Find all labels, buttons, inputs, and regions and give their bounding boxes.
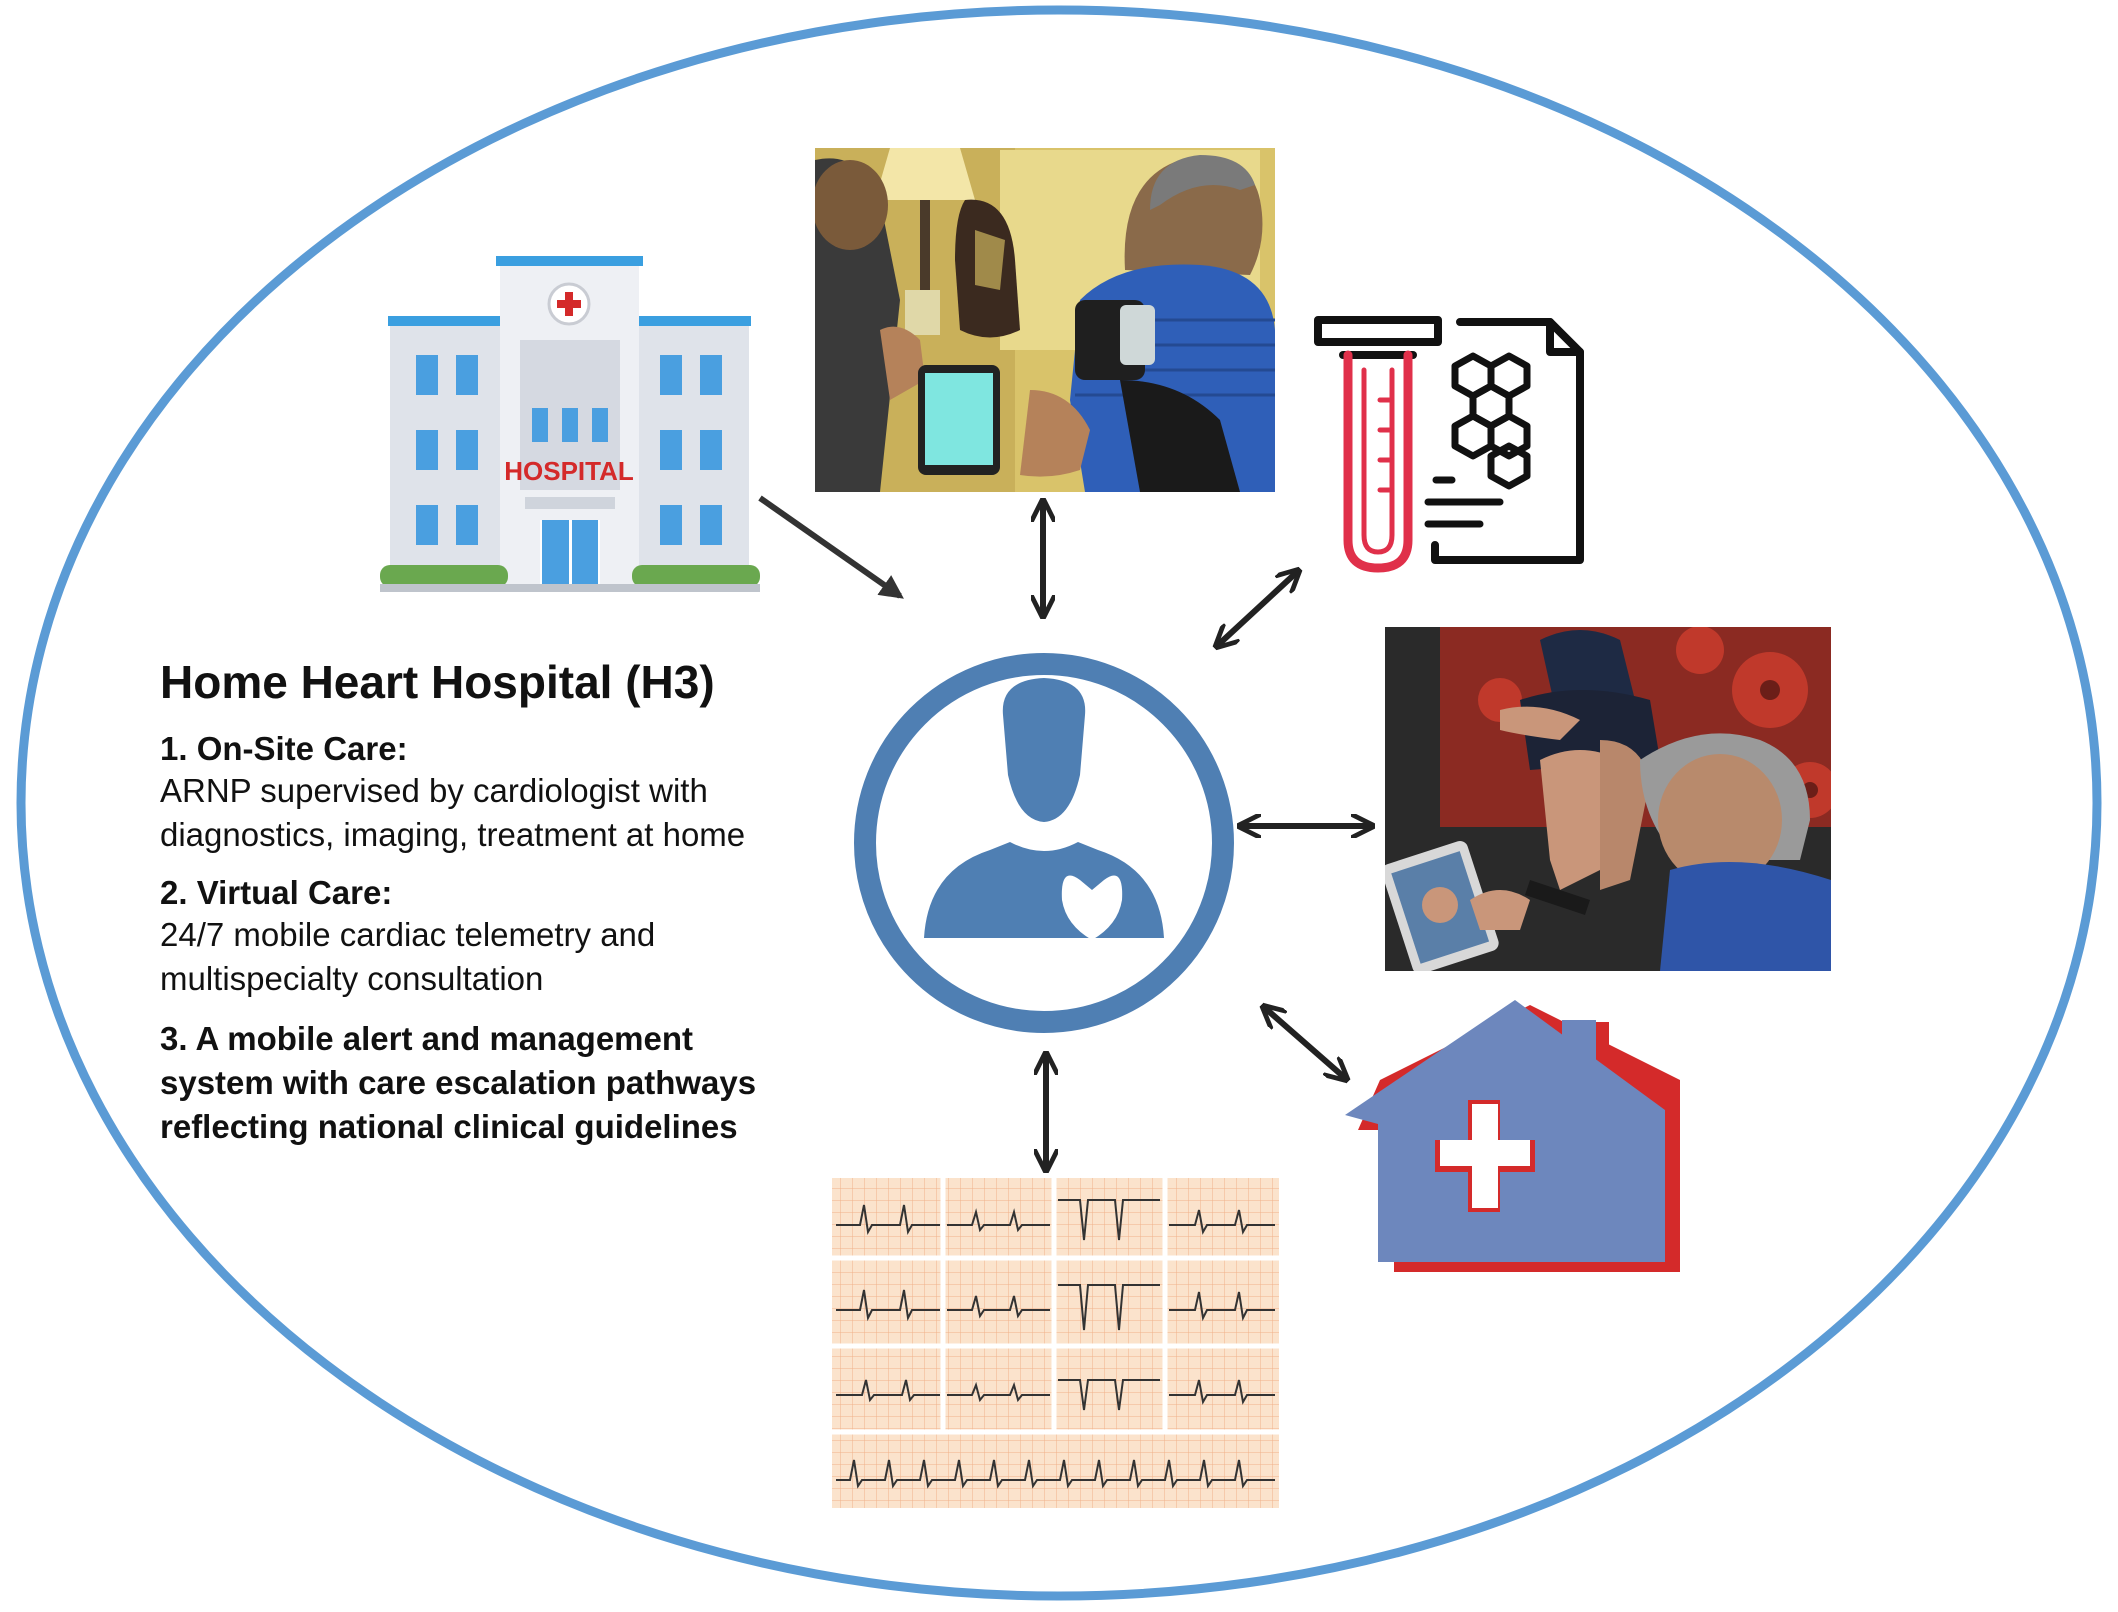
- item-on-site-care: 1. On-Site Care: ARNP supervised by card…: [160, 729, 860, 857]
- item-2-line-2: multispecialty consultation: [160, 960, 544, 997]
- item-mobile-alert: 3. A mobile alert and management system …: [160, 1017, 860, 1149]
- outer-ellipse: [16, 5, 2102, 1601]
- item-3-line-3: reflecting national clinical guidelines: [160, 1108, 738, 1145]
- photo-home-visit-bp: [815, 148, 1275, 492]
- item-1-heading: 1. On-Site Care:: [160, 730, 408, 767]
- connector-arrows: [758, 495, 1370, 1168]
- item-1-line-1: ARNP supervised by cardiologist with: [160, 772, 708, 809]
- item-3-line-1: 3. A mobile alert and management: [160, 1020, 694, 1057]
- item-2-body: 24/7 mobile cardiac telemetry and multis…: [160, 913, 860, 1001]
- h3-description: Home Heart Hospital (H3) 1. On-Site Care…: [160, 655, 860, 1149]
- h3-title: Home Heart Hospital (H3): [160, 656, 715, 708]
- lab-test-tube-icon: [1314, 316, 1584, 573]
- ecg-strip-icon: [832, 1178, 1279, 1508]
- item-1-line-2: diagnostics, imaging, treatment at home: [160, 816, 746, 853]
- arrow-lab-patient: [1218, 572, 1297, 645]
- arrow-home-patient: [1265, 1008, 1345, 1078]
- hospital-building-icon: HOSPITAL: [380, 256, 760, 592]
- photo-telehealth-tablet: [1385, 627, 1831, 971]
- home-health-icon: [1345, 1000, 1680, 1272]
- item-1-body: ARNP supervised by cardiologist with dia…: [160, 769, 860, 857]
- item-2-line-1: 24/7 mobile cardiac telemetry and: [160, 916, 656, 953]
- item-2-heading: 2. Virtual Care:: [160, 874, 393, 911]
- item-virtual-care: 2. Virtual Care: 24/7 mobile cardiac tel…: [160, 873, 860, 1001]
- item-3-line-2: system with care escalation pathways: [160, 1064, 757, 1101]
- patient-heart-icon: [854, 653, 1234, 1033]
- hospital-sign: HOSPITAL: [504, 456, 634, 486]
- arrow-hospital-to-patient: [758, 495, 904, 599]
